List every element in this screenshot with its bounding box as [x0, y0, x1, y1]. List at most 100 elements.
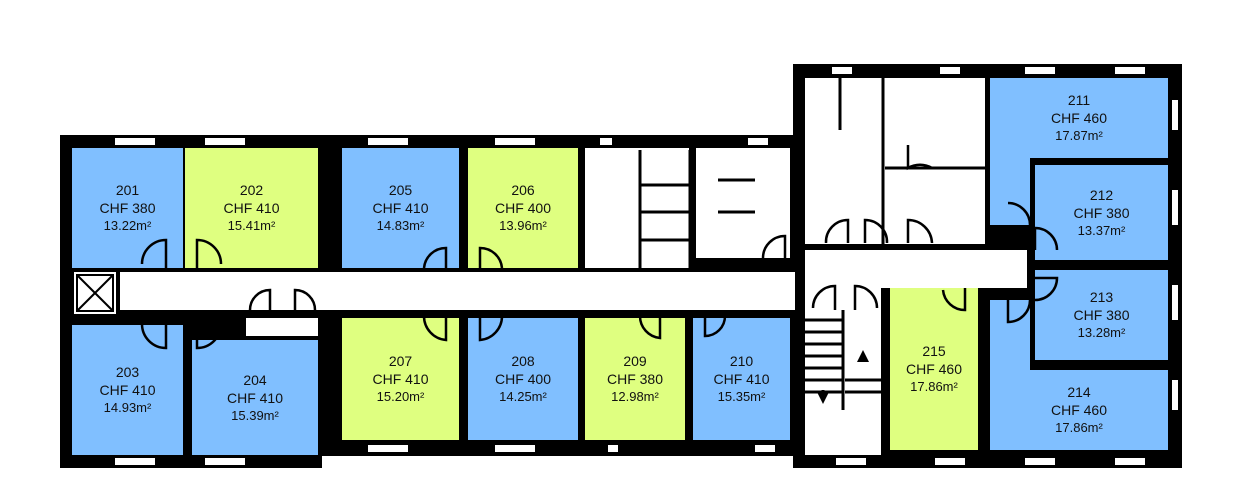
room-price: CHF 400: [494, 200, 552, 216]
room-area: 15.35m²: [717, 389, 766, 404]
door-icon: [478, 246, 504, 270]
room-area: 14.93m²: [103, 400, 152, 415]
window: [368, 445, 408, 452]
door-icon: [824, 218, 850, 244]
window: [495, 445, 535, 452]
door-icon: [1033, 226, 1059, 251]
door-icon: [1007, 201, 1032, 226]
door-icon: [248, 288, 272, 312]
room-number: 208: [511, 353, 535, 369]
window: [205, 458, 245, 465]
door-icon: [906, 218, 934, 244]
window: [1172, 190, 1178, 225]
room-number: 209: [623, 353, 647, 369]
room-area: 13.28m²: [1077, 325, 1126, 340]
room-price: CHF 410: [713, 371, 770, 387]
small-stair: [246, 318, 318, 336]
room-price: CHF 410: [372, 200, 429, 216]
window: [1115, 458, 1145, 465]
room-area: 12.98m²: [611, 389, 659, 404]
room-price: CHF 460: [1050, 110, 1108, 126]
door-icon: [638, 314, 662, 340]
window: [836, 458, 866, 465]
window: [940, 67, 960, 74]
window: [1025, 67, 1055, 74]
room-area: 14.83m²: [376, 218, 425, 233]
room-price: CHF 380: [99, 200, 156, 216]
room-number: 204: [243, 371, 267, 388]
room-number: 210: [729, 353, 754, 369]
room-number: 215: [922, 343, 946, 359]
elevator: [74, 272, 116, 314]
corridor: [120, 272, 795, 310]
room-area: 13.96m²: [499, 218, 547, 233]
window: [368, 138, 408, 145]
room-number: 205: [388, 182, 413, 198]
room-number: 214: [1067, 384, 1091, 400]
room-number: 203: [115, 364, 140, 380]
door-icon: [293, 288, 317, 312]
room-area: 15.20m²: [376, 389, 425, 404]
corridor-right: [805, 250, 1027, 288]
door-icon: [195, 238, 223, 270]
room-214-extension: [990, 300, 1030, 370]
wc-area: [585, 148, 689, 268]
room-price: CHF 410: [99, 382, 156, 398]
elevator-icon: [76, 274, 114, 312]
window: [115, 458, 155, 465]
room-area: 14.25m²: [499, 389, 547, 404]
window: [115, 138, 155, 145]
door-icon: [906, 145, 933, 171]
door-icon: [1034, 276, 1059, 302]
room-price: CHF 410: [372, 371, 429, 387]
window: [832, 67, 852, 74]
window: [1172, 285, 1178, 320]
window: [1172, 380, 1178, 410]
window: [748, 138, 768, 145]
window: [935, 458, 965, 465]
door-icon: [863, 218, 889, 244]
door-icon: [140, 312, 168, 350]
room-number: 212: [1089, 186, 1114, 203]
room-price: CHF 380: [1073, 307, 1130, 323]
room-price: CHF 460: [905, 361, 963, 377]
door-icon: [1006, 299, 1032, 324]
room-price: CHF 460: [1050, 402, 1108, 418]
room-number: 206: [511, 182, 535, 198]
room-price: CHF 400: [494, 371, 552, 387]
room-number: 213: [1089, 289, 1114, 305]
room-number: 211: [1067, 92, 1091, 108]
room-area: 13.22m²: [103, 218, 152, 233]
window: [600, 138, 612, 145]
room-area: 13.37m²: [1077, 222, 1126, 238]
door-icon: [195, 312, 223, 350]
door-icon: [761, 234, 787, 259]
window: [1025, 458, 1055, 465]
door-icon: [941, 288, 967, 312]
stairs-icon: [805, 310, 881, 410]
room-area: 17.86m²: [910, 379, 958, 394]
room-price: CHF 410: [226, 389, 284, 406]
room-number: 207: [388, 353, 413, 369]
door-icon: [853, 284, 879, 310]
door-icon: [140, 238, 168, 270]
window: [1115, 67, 1145, 74]
window: [495, 138, 535, 145]
room-number: 202: [239, 182, 264, 198]
room-211-extension: [990, 158, 1030, 225]
door-icon: [422, 312, 448, 342]
door-icon: [422, 246, 448, 270]
room-number: 201: [115, 182, 140, 198]
